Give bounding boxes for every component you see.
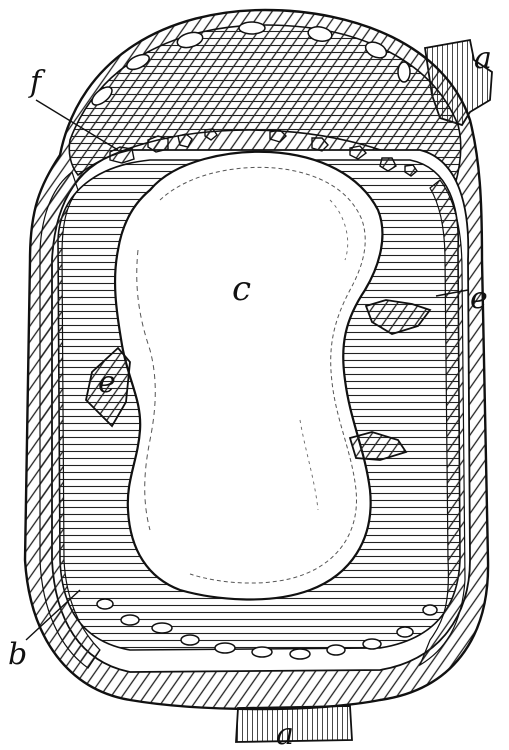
label-f: f bbox=[28, 65, 46, 100]
central-body-c bbox=[115, 152, 382, 600]
lower-stalk bbox=[236, 706, 352, 742]
label-b: b bbox=[8, 637, 27, 672]
label-a-bottom: a bbox=[276, 717, 294, 750]
label-c: c bbox=[232, 269, 251, 309]
label-e-right: e bbox=[470, 281, 488, 316]
label-e-left: e bbox=[98, 365, 116, 400]
label-a-top: a bbox=[474, 41, 492, 76]
